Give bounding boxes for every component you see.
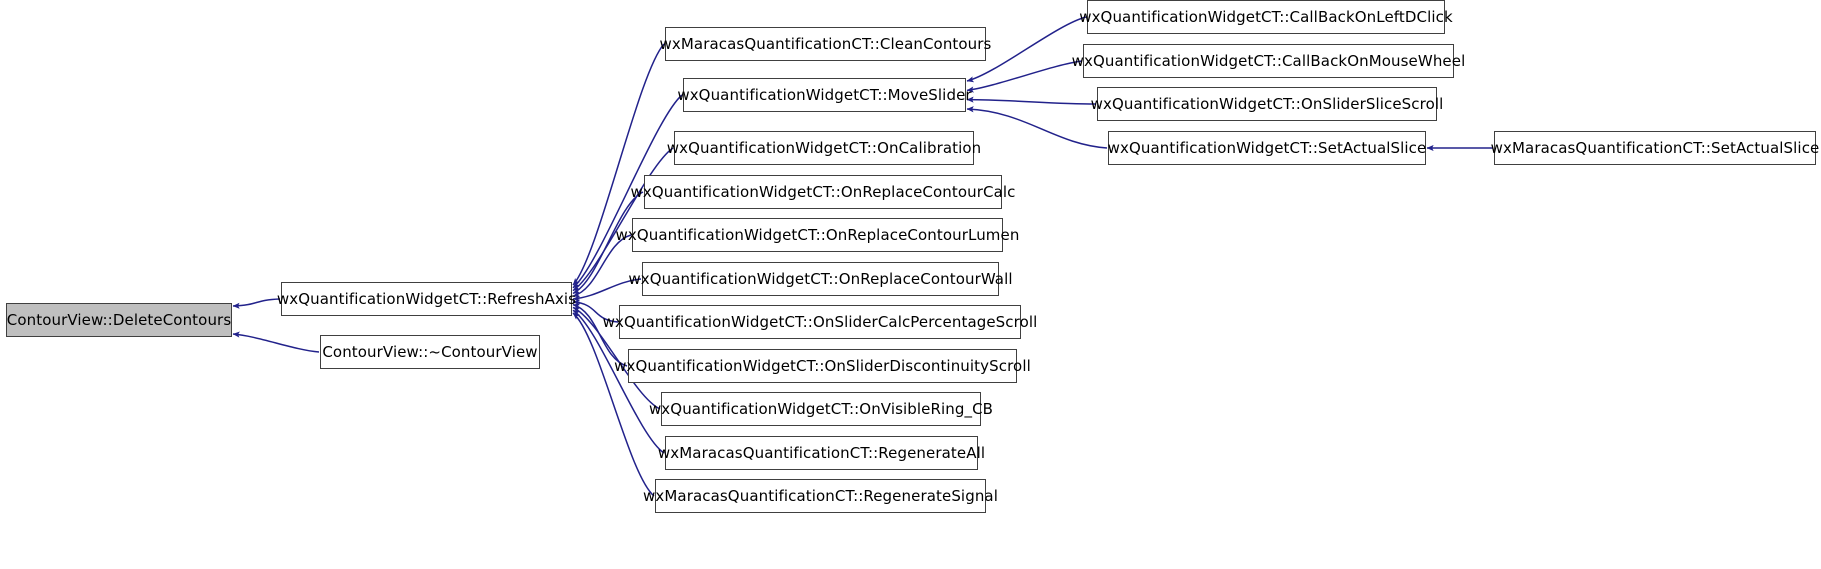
graph-edge-onReplaceContourWall-to-refreshAxis — [572, 278, 642, 302]
graph-edge-cleanContours-to-refreshAxis — [572, 43, 665, 286]
graph-node-moveSlider[interactable]: wxQuantificationWidgetCT::MoveSlider — [677, 78, 972, 112]
graph-node-onReplaceContourLumen[interactable]: wxQuantificationWidgetCT::OnReplaceConto… — [616, 218, 1019, 252]
graph-node-label: wxMaracasQuantificationCT::RegenerateSig… — [643, 486, 998, 505]
graph-node-onSliderCalcPct[interactable]: wxQuantificationWidgetCT::OnSliderCalcPe… — [603, 305, 1037, 339]
graph-edge-callBackOnLeftDClick-to-moveSlider — [966, 16, 1087, 83]
graph-node-label: wxMaracasQuantificationCT::RegenerateAll — [657, 443, 986, 462]
graph-node-label: wxMaracasQuantificationCT::SetActualSlic… — [1490, 138, 1820, 157]
graph-edge-onReplaceContourLumen-to-refreshAxis — [572, 234, 632, 298]
graph-node-onSliderSliceScroll[interactable]: wxQuantificationWidgetCT::OnSliderSliceS… — [1091, 87, 1443, 121]
graph-node-setActualSliceWidget[interactable]: wxQuantificationWidgetCT::SetActualSlice — [1108, 131, 1426, 165]
graph-edge-regenerateSignal-to-refreshAxis — [572, 312, 655, 497]
graph-node-label: wxQuantificationWidgetCT::SetActualSlice — [1107, 138, 1427, 157]
graph-edge-onSliderCalcPct-to-refreshAxis — [572, 299, 619, 323]
graph-node-onReplaceContourWall[interactable]: wxQuantificationWidgetCT::OnReplaceConto… — [628, 262, 1013, 296]
graph-node-label: ContourView::~ContourView — [322, 342, 538, 361]
graph-node-label: wxQuantificationWidgetCT::OnReplaceConto… — [615, 225, 1020, 244]
graph-edge-setActualSliceWidget-to-moveSlider — [966, 106, 1108, 149]
graph-node-onVisibleRingCB[interactable]: wxQuantificationWidgetCT::OnVisibleRing_… — [649, 392, 993, 426]
graph-node-label: wxQuantificationWidgetCT::OnVisibleRing_… — [648, 399, 994, 418]
graph-node-dtorContourView[interactable]: ContourView::~ContourView — [320, 335, 540, 369]
graph-edge-regenerateAll-to-refreshAxis — [572, 309, 665, 454]
graph-edge-callBackOnMouseWheel-to-moveSlider — [966, 60, 1083, 93]
graph-node-label: wxQuantificationWidgetCT::RefreshAxis — [276, 289, 577, 308]
graph-edge-onCalibration-to-refreshAxis — [572, 147, 674, 292]
graph-node-cleanContours[interactable]: wxMaracasQuantificationCT::CleanContours — [660, 27, 991, 61]
graph-node-label: wxQuantificationWidgetCT::OnCalibration — [666, 138, 982, 157]
graph-edge-onVisibleRingCB-to-refreshAxis — [572, 306, 661, 410]
graph-node-label: ContourView::DeleteContours — [6, 310, 232, 329]
graph-node-onReplaceContourCalc[interactable]: wxQuantificationWidgetCT::OnReplaceConto… — [631, 175, 1015, 209]
graph-edge-refreshAxis-to-deleteContours — [232, 298, 281, 309]
graph-node-label: wxQuantificationWidgetCT::CallBackOnLeft… — [1079, 7, 1453, 26]
graph-edge-moveSlider-to-refreshAxis — [572, 94, 683, 289]
graph-node-label: wxQuantificationWidgetCT::OnSliderDiscon… — [614, 356, 1031, 375]
graph-node-regenerateAll[interactable]: wxMaracasQuantificationCT::RegenerateAll — [658, 436, 985, 470]
graph-node-label: wxQuantificationWidgetCT::OnSliderCalcPe… — [602, 312, 1038, 331]
graph-edge-onSliderSliceScroll-to-moveSlider — [966, 96, 1097, 105]
graph-node-setActualSliceMaracas[interactable]: wxMaracasQuantificationCT::SetActualSlic… — [1491, 131, 1819, 165]
graph-node-label: wxMaracasQuantificationCT::CleanContours — [659, 34, 992, 53]
graph-node-callBackOnLeftDClick[interactable]: wxQuantificationWidgetCT::CallBackOnLeft… — [1079, 0, 1453, 34]
graph-node-callBackOnMouseWheel[interactable]: wxQuantificationWidgetCT::CallBackOnMous… — [1072, 44, 1465, 78]
graph-node-label: wxQuantificationWidgetCT::OnSliderSliceS… — [1090, 94, 1444, 113]
graph-edge-onReplaceContourCalc-to-refreshAxis — [572, 191, 644, 295]
graph-node-label: wxQuantificationWidgetCT::CallBackOnMous… — [1071, 51, 1466, 70]
graph-node-onCalibration[interactable]: wxQuantificationWidgetCT::OnCalibration — [667, 131, 981, 165]
graph-node-label: wxQuantificationWidgetCT::OnReplaceConto… — [628, 269, 1013, 288]
graph-edge-dtorContourView-to-deleteContours — [232, 331, 320, 353]
graph-node-label: wxQuantificationWidgetCT::OnReplaceConto… — [630, 182, 1016, 201]
graph-node-refreshAxis[interactable]: wxQuantificationWidgetCT::RefreshAxis — [277, 282, 576, 316]
graph-node-label: wxQuantificationWidgetCT::MoveSlider — [677, 85, 972, 104]
graph-node-onSliderDiscontinuity[interactable]: wxQuantificationWidgetCT::OnSliderDiscon… — [614, 349, 1031, 383]
graph-node-deleteContours[interactable]: ContourView::DeleteContours — [6, 303, 232, 337]
graph-node-regenerateSignal[interactable]: wxMaracasQuantificationCT::RegenerateSig… — [643, 479, 998, 513]
